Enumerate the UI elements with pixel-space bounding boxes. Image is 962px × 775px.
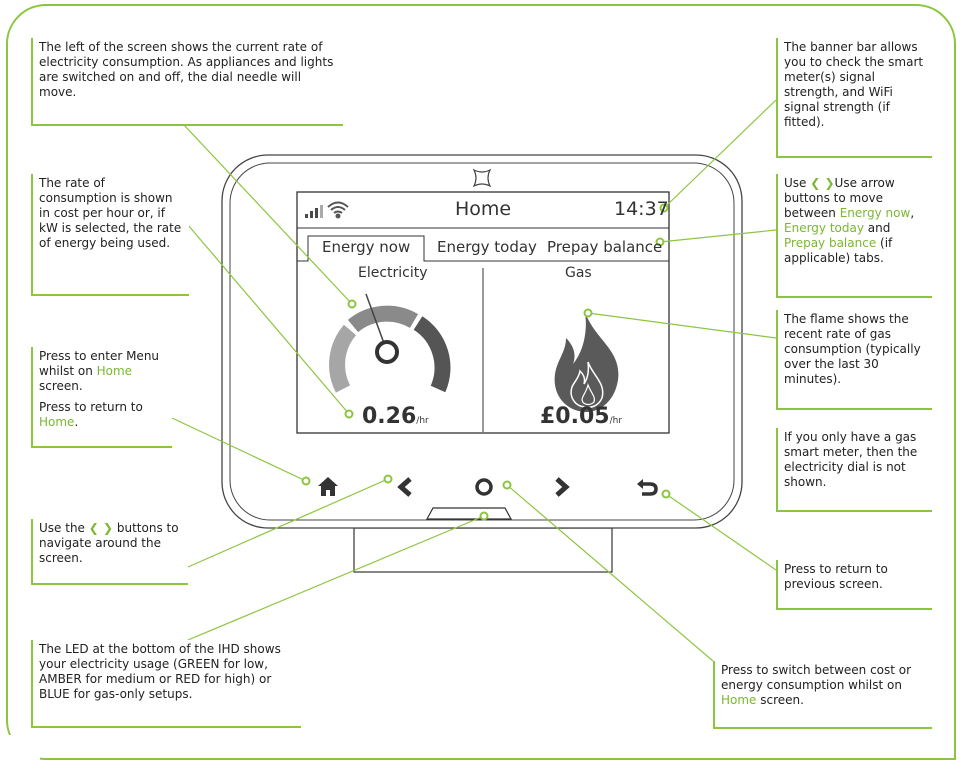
leader-lines <box>171 99 777 662</box>
callout-nav: Use the ❮ ❯ buttons to navigate around t… <box>31 519 188 585</box>
callout-back-text: Press to return to previous screen. <box>784 562 888 591</box>
callout-led-text: The LED at the bottom of the IHD shows y… <box>39 642 281 701</box>
diagram-frame <box>6 4 956 760</box>
tab-energy-today[interactable]: Energy today <box>437 238 537 256</box>
gas-value: £0.05/hr <box>540 404 622 429</box>
callout-nav-text: Use the ❮ ❯ buttons to navigate around t… <box>39 521 179 565</box>
callout-switch: Press to switch between cost or energy c… <box>713 661 932 729</box>
callout-rate: The rate of consumption is shown in cost… <box>31 174 189 296</box>
electricity-value: 0.26/hr <box>362 404 429 429</box>
right-arrow-icon <box>555 477 570 497</box>
callout-dial: The left of the screen shows the current… <box>31 38 343 126</box>
clock-time: 14:37 <box>614 198 669 220</box>
left-arrow-icon <box>397 477 412 497</box>
dial-icon <box>329 293 451 393</box>
tabs-outline <box>297 235 669 262</box>
home-icon <box>318 477 338 496</box>
callout-menu-text-2: Press to return to Home. <box>39 400 143 429</box>
callout-tabs: Use ❮ ❯Use arrow buttons to move between… <box>776 174 932 298</box>
circle-button-icon <box>475 478 493 496</box>
callout-tabs-text: Use ❮ ❯Use arrow buttons to move between… <box>784 176 915 265</box>
screen-title: Home <box>455 198 512 220</box>
wifi-icon <box>327 201 349 219</box>
device-stand <box>353 527 613 573</box>
callout-flame: The flame shows the recent rate of gas c… <box>776 310 932 410</box>
callout-menu-text-1: Press to enter Menu whilst on Home scree… <box>39 349 160 393</box>
callout-gas-only-text: If you only have a gas smart meter, then… <box>784 430 918 489</box>
leader-dots <box>301 203 671 521</box>
callout-menu: Press to enter Menu whilst on Home scree… <box>31 347 172 448</box>
callout-back: Press to return to previous screen. <box>776 560 932 610</box>
top-logo-icon <box>472 168 492 188</box>
callout-switch-text: Press to switch between cost or energy c… <box>721 663 912 707</box>
electricity-unit: /hr <box>416 416 429 426</box>
gas-label: Gas <box>565 265 592 281</box>
back-icon <box>640 482 658 496</box>
gas-unit: /hr <box>609 416 623 426</box>
electricity-label: Electricity <box>358 265 428 281</box>
callout-banner: The banner bar allows you to check the s… <box>776 38 932 158</box>
gas-rate: £0.05 <box>540 404 610 429</box>
callout-gas-only: If you only have a gas smart meter, then… <box>776 428 932 512</box>
tab-prepay-balance[interactable]: Prepay balance <box>547 238 663 256</box>
callout-rate-text: The rate of consumption is shown in cost… <box>39 176 182 250</box>
flame-icon <box>554 312 619 412</box>
signal-icon <box>305 205 323 218</box>
tab-energy-now[interactable]: Energy now <box>322 238 411 256</box>
callout-dial-text: The left of the screen shows the current… <box>39 40 334 99</box>
callout-led: The LED at the bottom of the IHD shows y… <box>31 640 301 728</box>
callout-flame-text: The flame shows the recent rate of gas c… <box>784 312 921 386</box>
callout-banner-text: The banner bar allows you to check the s… <box>784 40 924 129</box>
led-indicator <box>425 507 513 520</box>
electricity-rate: 0.26 <box>362 404 417 429</box>
